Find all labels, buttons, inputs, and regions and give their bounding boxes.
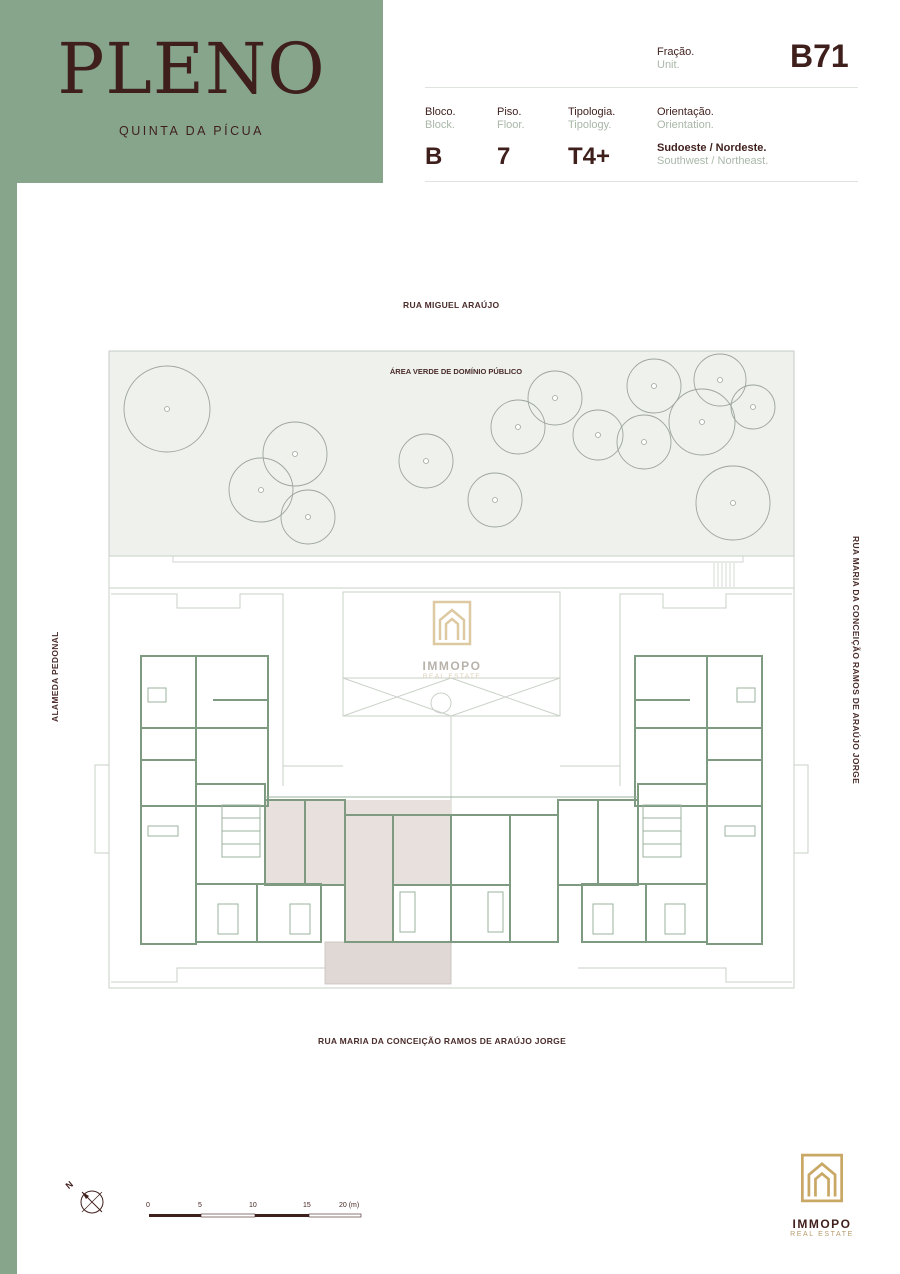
typology-label: Tipologia. Tipology. <box>568 106 616 132</box>
typology-value: T4+ <box>568 143 611 170</box>
interior-details <box>147 687 756 935</box>
immopo-logo-icon <box>801 1153 843 1203</box>
unit-b71-highlight <box>265 800 452 985</box>
orientation-value: Sudoeste / Nordeste. Southwest / Northea… <box>657 142 769 168</box>
unit-label: Fração. Unit. <box>657 46 695 72</box>
street-bottom: RUA MARIA DA CONCEIÇÃO RAMOS DE ARAÚJO J… <box>318 1036 567 1046</box>
brand-title: PLENO <box>57 28 326 110</box>
tree-canopies <box>123 353 776 545</box>
apartment-walls <box>140 655 763 945</box>
floor-label: Piso. Floor. <box>497 106 525 132</box>
watermark-tagline: REAL ESTATE <box>422 673 482 680</box>
block-value: B <box>425 143 443 170</box>
block-label: Bloco. Block. <box>425 106 456 132</box>
north-arrow-icon <box>80 1190 104 1214</box>
immopo-logo-icon <box>432 600 472 646</box>
watermark-name: IMMOPO <box>422 659 482 673</box>
unit-value: B71 <box>790 38 849 74</box>
brand-header: PLENO QUINTA DA PÍCUA <box>0 0 383 183</box>
footer-logo-name: IMMOPO <box>792 1217 852 1231</box>
header-divider-bottom <box>425 181 858 182</box>
footer-logo: IMMOPO REAL ESTATE <box>780 1148 864 1238</box>
street-top: RUA MIGUEL ARAÚJO <box>403 300 500 310</box>
scale-tick-15: 15 <box>303 1202 311 1209</box>
left-brand-strip <box>0 0 17 1274</box>
scale-tick-20: 20 (m) <box>339 1202 360 1209</box>
scale-tick-0: 0 <box>146 1202 150 1209</box>
header-divider-top <box>425 87 858 88</box>
public-green-area: ÁREA VERDE DE DOMÍNIO PÚBLICO <box>108 350 795 587</box>
site-outline <box>94 555 809 989</box>
floor-value: 7 <box>497 143 511 170</box>
brand-subtitle: QUINTA DA PÍCUA <box>119 124 264 138</box>
scale-tick-10: 10 <box>249 1202 257 1209</box>
scale-bar <box>149 1213 362 1218</box>
watermark-logo: IMMOPO REAL ESTATE <box>410 596 494 680</box>
orientation-label: Orientação. Orientation. <box>657 106 714 132</box>
green-area-label: ÁREA VERDE DE DOMÍNIO PÚBLICO <box>390 367 522 376</box>
footer-logo-tagline: REAL ESTATE <box>790 1231 854 1238</box>
scale-tick-5: 5 <box>198 1202 202 1209</box>
